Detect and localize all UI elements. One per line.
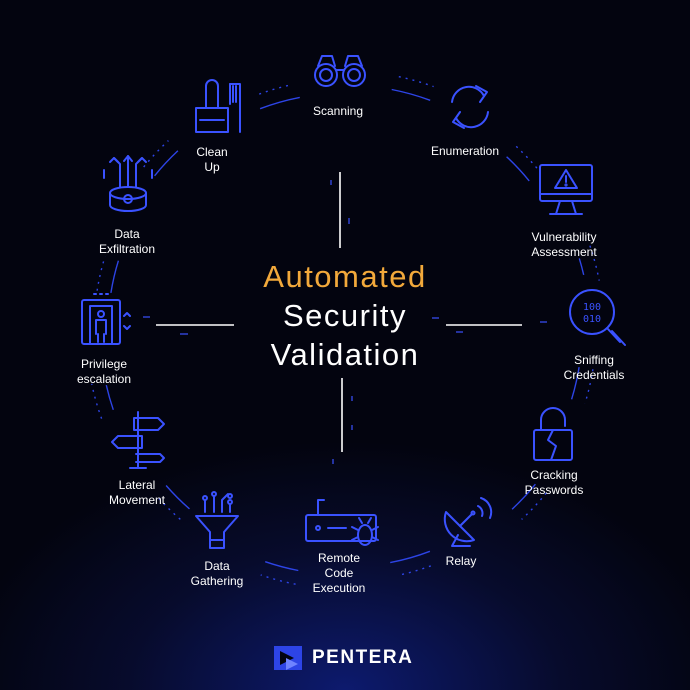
ring-arc [165, 485, 190, 510]
dustpan-brush-icon [195, 79, 241, 133]
ring-accent-arc [91, 383, 103, 419]
title-line-validation: Validation [270, 337, 420, 372]
step-label-line: Assessment [531, 245, 597, 259]
step-label-enumeration: Enumeration [431, 144, 499, 159]
step-label-line: Relay [445, 554, 477, 568]
step-label-line: Up [204, 160, 220, 174]
step-label-line: Enumeration [430, 144, 500, 158]
monitor-warning-icon [539, 164, 593, 215]
ring-arc [264, 561, 299, 572]
ring-arc [154, 150, 179, 177]
step-label-line: Scanning [312, 104, 364, 118]
step-label-line: Passwords [524, 483, 584, 497]
ring-arc [259, 96, 300, 110]
ring-accent-arc [96, 256, 106, 291]
step-label-line: Cracking [530, 468, 578, 482]
ring-accent-arc [397, 565, 432, 577]
ring-arc [391, 88, 434, 102]
brand: PENTERA [274, 644, 413, 672]
ring-arc [390, 550, 431, 564]
step-label-line: Vulnerability [531, 230, 597, 244]
ring-accent-arc [398, 76, 434, 88]
ring-arc [105, 384, 114, 411]
broken-padlock-icon [533, 407, 573, 461]
ring-arc [110, 260, 120, 294]
cross-ticks [143, 180, 547, 464]
title-line-automated: Automated [263, 259, 427, 294]
step-label-scanning: Scanning [313, 104, 363, 119]
funnel-icon [195, 491, 239, 549]
pentera-logo-icon [274, 646, 302, 670]
ring-accent-arc [260, 574, 296, 585]
step-label-line: Data [114, 227, 140, 241]
ring-accent-arc [143, 140, 169, 168]
step-label-line: Clean [196, 145, 228, 159]
router-bug-icon [305, 499, 379, 546]
center-cross [156, 172, 522, 452]
ring-accent-arc [521, 492, 547, 520]
binoculars-icon [314, 55, 366, 87]
title-line-security: Security [283, 298, 407, 333]
step-label-line: Sniffing [574, 353, 614, 367]
step-label-line: escalation [76, 372, 132, 386]
step-label-line: Remote [317, 551, 361, 565]
step-label-line: Credentials [563, 368, 625, 382]
ring-arc [578, 258, 585, 276]
refresh-arrows-icon [451, 85, 489, 129]
step-label-line: Execution [312, 581, 366, 595]
ring-arc [506, 156, 530, 182]
svg-text:010: 010 [583, 314, 601, 325]
satellite-dish-icon [443, 497, 493, 547]
ring-accent-arc [589, 245, 600, 281]
ring-accent-arc [155, 494, 181, 520]
cycle-ring [91, 76, 600, 585]
step-label-line: Lateral [118, 478, 156, 492]
step-label-relay: Relay [446, 554, 477, 569]
binary-magnifier-icon: 100 010 [569, 289, 626, 346]
ring-accent-arc [515, 145, 541, 173]
ring-accent-arc [258, 83, 293, 95]
step-label-line: Movement [108, 493, 166, 507]
step-label-line: Privilege [80, 357, 128, 371]
ring-accent-arc [584, 369, 594, 404]
svg-text:100: 100 [583, 302, 601, 313]
elevator-icon [81, 293, 131, 345]
ring-arc [511, 483, 536, 510]
step-label-line: Data [204, 559, 230, 573]
signpost-icon [111, 411, 165, 469]
step-label-line: Exfiltration [98, 242, 156, 256]
database-upload-icon [103, 155, 153, 212]
brand-name: PENTERA [312, 647, 414, 668]
step-label-line: Gathering [190, 574, 244, 588]
step-label-line: Code [324, 566, 354, 580]
ring-arc [570, 366, 580, 400]
